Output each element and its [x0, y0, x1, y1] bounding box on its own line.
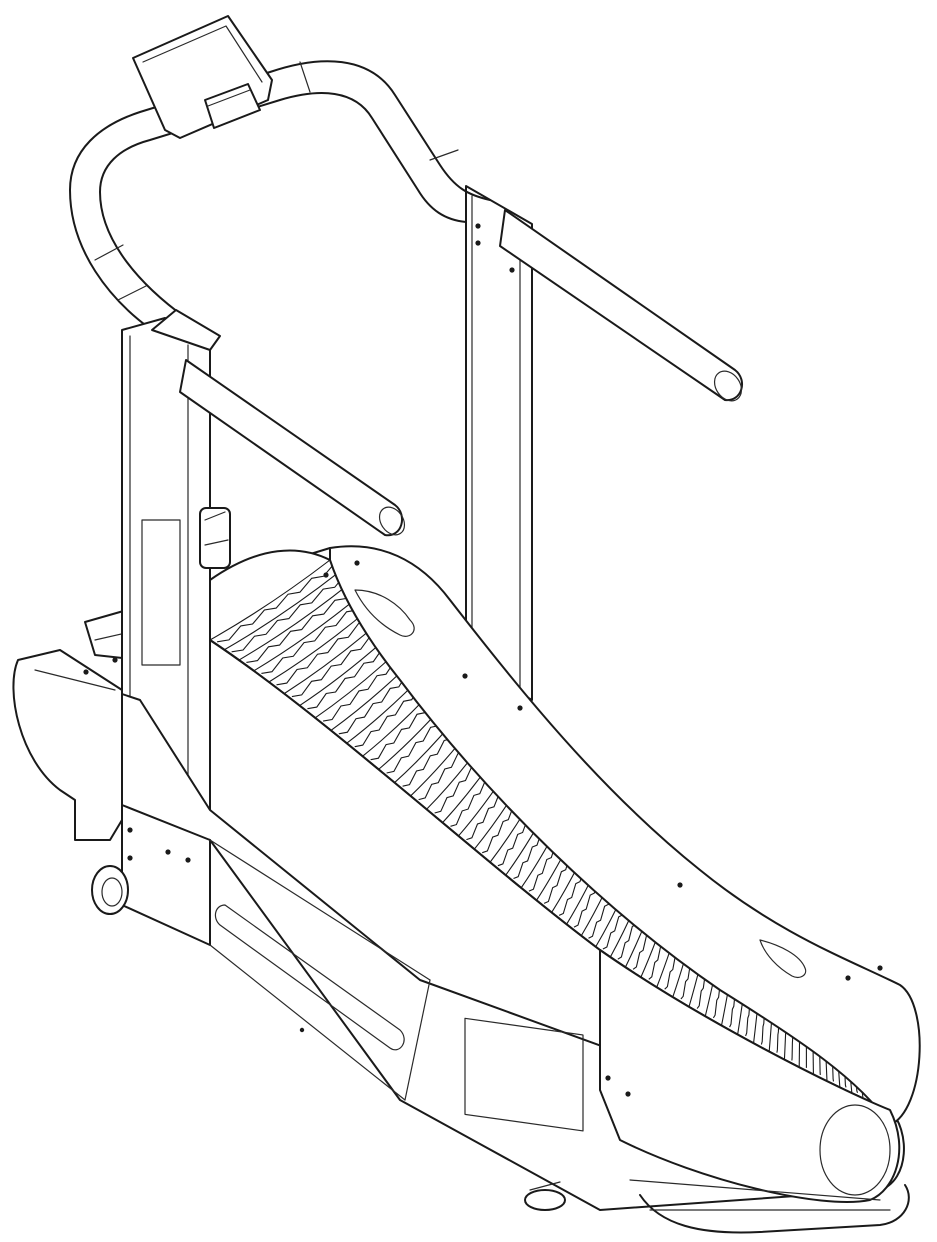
right-side-rail: [499, 209, 744, 402]
front-base-rail: [639, 1184, 910, 1234]
left-side-rail: [179, 359, 406, 537]
belt-slat: [209, 559, 331, 641]
belt-slat: [224, 570, 342, 651]
console-display: [132, 15, 273, 139]
leveling-foot-icon: [524, 1181, 566, 1211]
belt-tread-pattern: [231, 573, 347, 653]
transport-wheel-icon: [91, 865, 129, 915]
belt-slat: [238, 581, 352, 661]
belt-side-cover: [323, 545, 921, 1126]
rear-housing: [12, 649, 123, 841]
handlebar-frame: [69, 60, 491, 331]
front-roller-housing: [599, 949, 901, 1203]
belt-tread-pattern: [261, 596, 369, 674]
belt-tread-pattern: [246, 584, 358, 663]
belt-tread-pattern: [217, 562, 336, 643]
right-upright-post: [465, 185, 533, 705]
